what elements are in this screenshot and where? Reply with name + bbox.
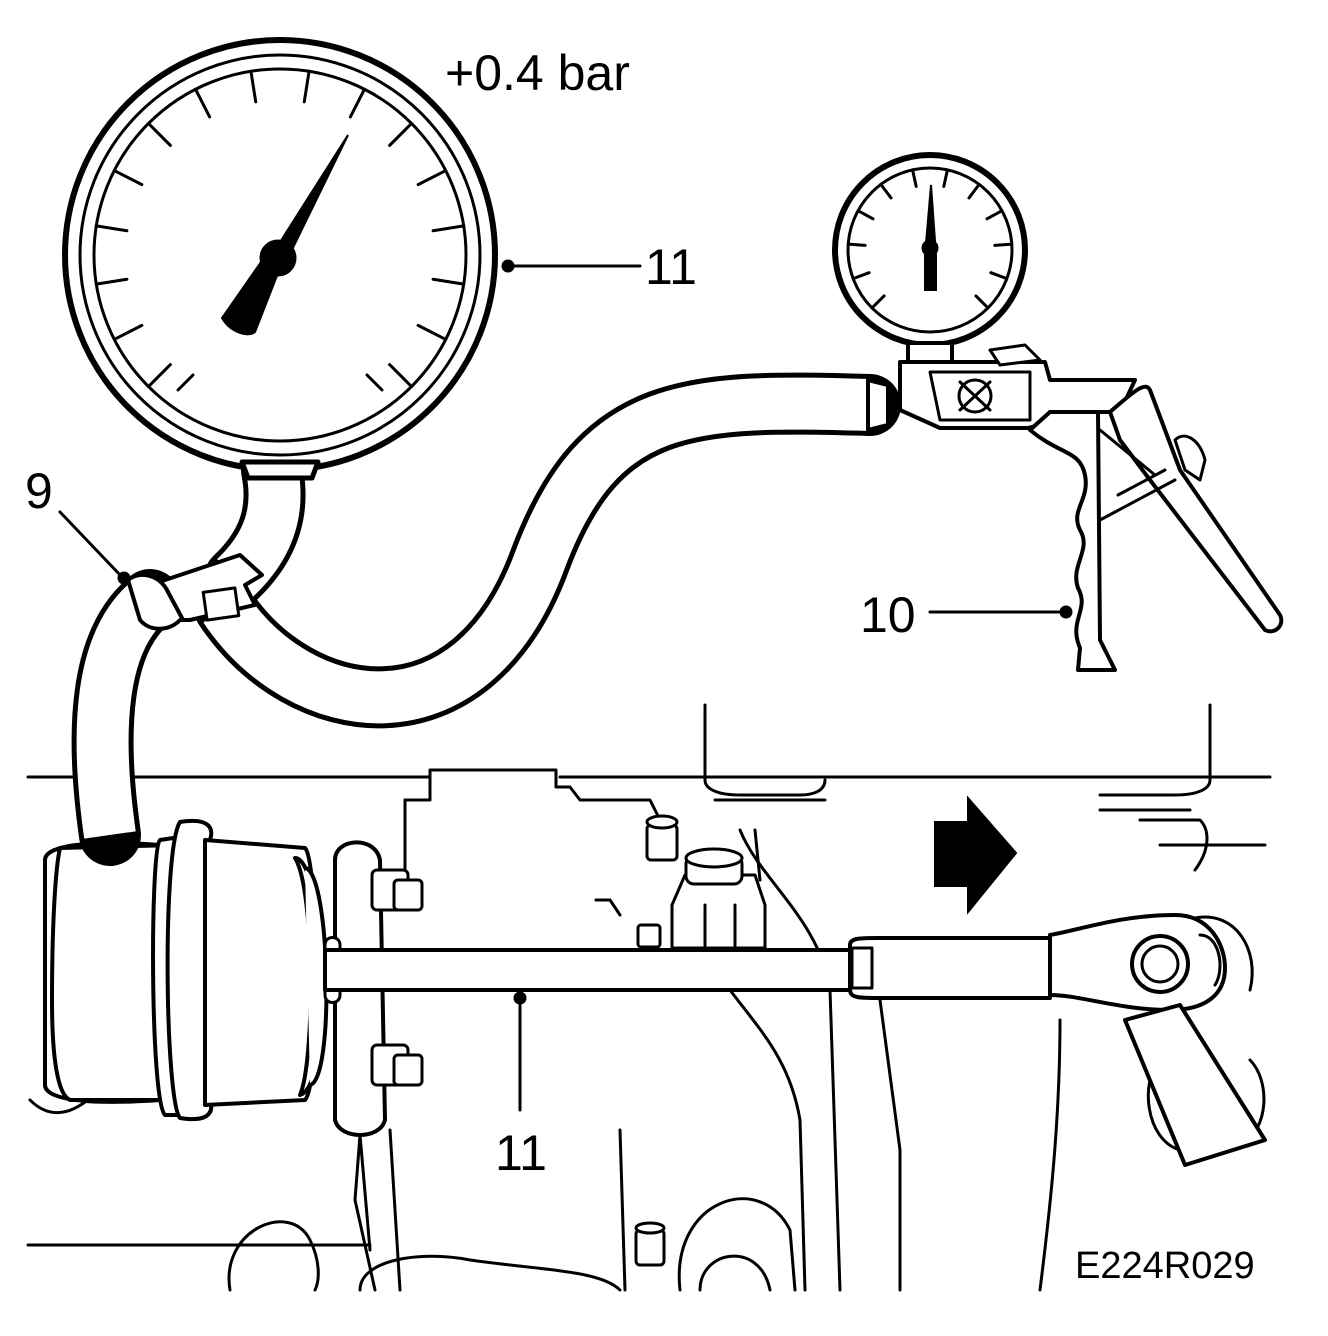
large-gauge-tick [302, 69, 311, 104]
large-gauge-tick [249, 69, 258, 104]
large-gauge-tick [112, 169, 144, 187]
large-gauge-tick [348, 87, 366, 119]
small-gauge-tick [993, 242, 1014, 247]
large-gauge-tick [112, 323, 144, 341]
pressure-gauge-icon [62, 37, 498, 481]
large-gauge-tick [388, 121, 414, 147]
hand-vacuum-pump-icon [832, 152, 1284, 672]
large-gauge-tick [431, 224, 466, 233]
small-gauge-tick [989, 271, 1009, 281]
small-gauge-tick [942, 168, 949, 188]
arrow-right-icon [934, 795, 1018, 915]
small-gauge-tick [856, 209, 875, 221]
large-gauge-tick [146, 121, 172, 147]
t-connector [126, 553, 264, 631]
callout-9-hose: 9 [25, 463, 53, 519]
drawing-code: E224R029 [1075, 1245, 1255, 1287]
small-gauge-tick [911, 168, 918, 188]
small-gauge-tick [846, 242, 867, 247]
large-gauge-tick [388, 363, 414, 389]
hose-to-pump [194, 372, 901, 729]
callout-11-gauge: 11 [645, 239, 697, 295]
large-gauge-tick [416, 169, 448, 187]
small-gauge-tick [879, 182, 893, 200]
callout-leaders [58, 259, 1073, 1112]
pressure-label: +0.4 bar [445, 45, 630, 101]
hose-to-actuator [71, 569, 181, 866]
large-gauge-tick [194, 87, 212, 119]
large-gauge-tick [431, 277, 466, 286]
large-gauge-tick [94, 277, 129, 286]
small-gauge-tick [985, 209, 1004, 221]
small-gauge-tick [870, 294, 886, 310]
small-gauge-tick [967, 182, 981, 200]
wastegate-actuator [43, 819, 424, 1137]
small-gauge-tick [974, 294, 990, 310]
callout-11-rod: 11 [495, 1125, 547, 1181]
engine-bolts [634, 814, 679, 1267]
large-gauge-tick [146, 363, 172, 389]
large-gauge-tick [94, 224, 129, 233]
actuator-rod [323, 913, 1267, 1167]
callout-10-pump: 10 [860, 587, 916, 643]
large-gauge-tick [416, 323, 448, 341]
engine-nut [670, 847, 767, 950]
small-gauge-tick [851, 271, 871, 281]
